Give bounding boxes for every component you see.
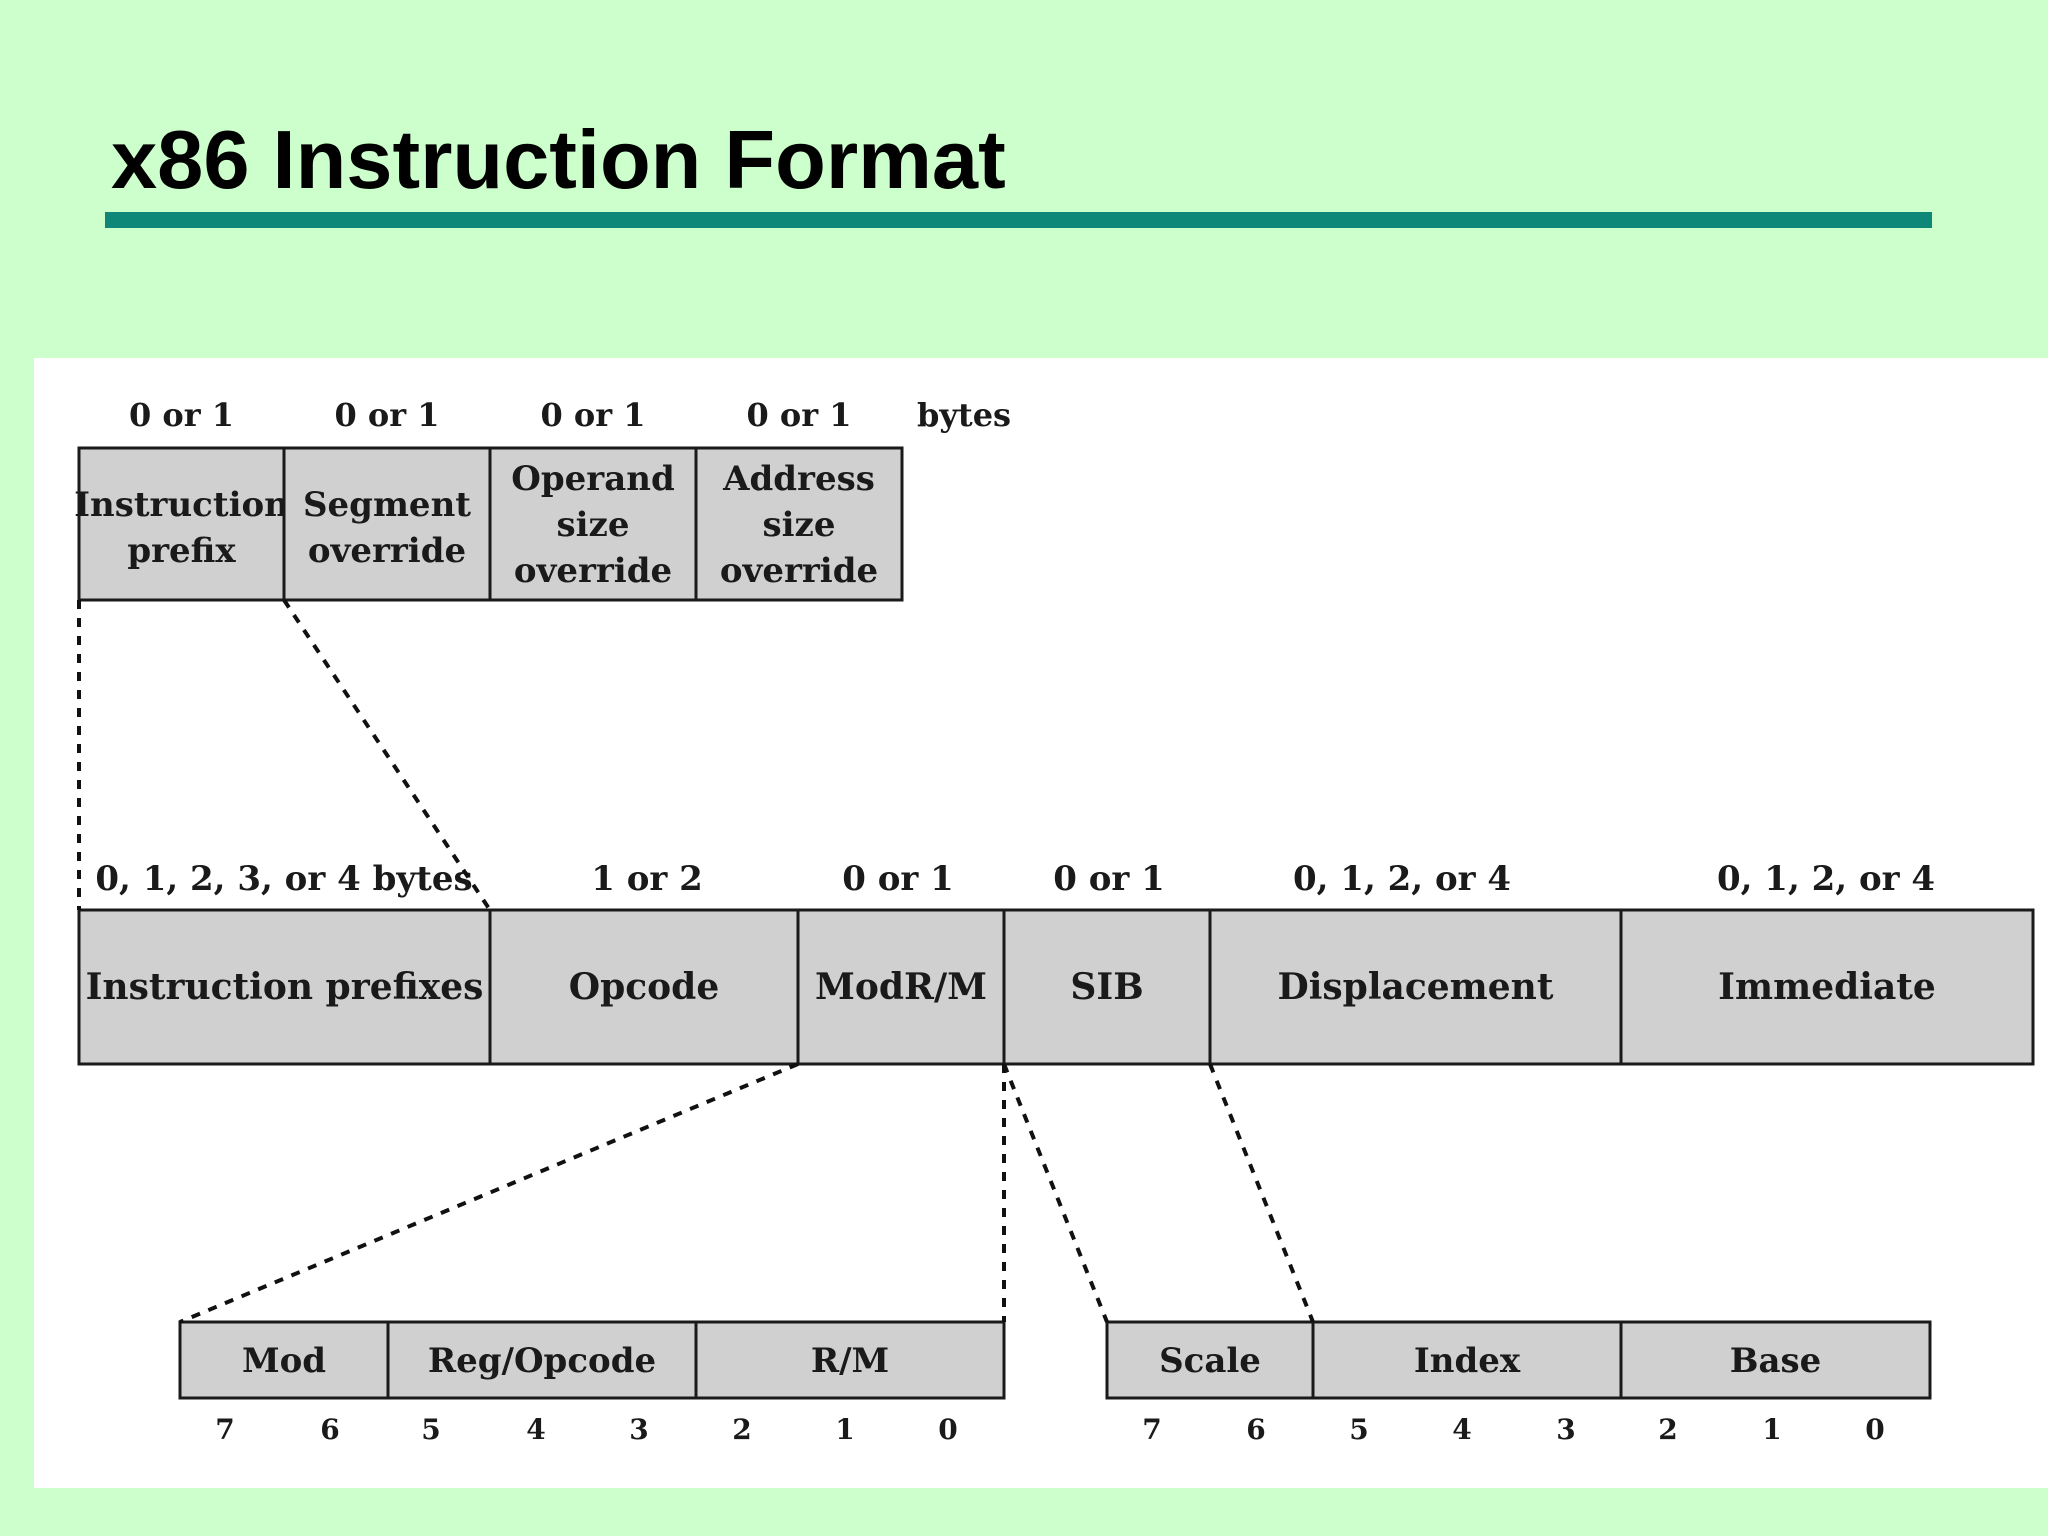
modrm-field-box — [386, 1320, 698, 1400]
modrm-field-label: Mod — [242, 1341, 326, 1381]
main-field-label: SIB — [1070, 966, 1143, 1008]
modrm-bit-number: 5 — [421, 1413, 440, 1446]
main-size-label: 0 or 1 — [1053, 859, 1165, 899]
modrm-bit-number: 2 — [732, 1413, 751, 1446]
main-field-box — [1002, 908, 1212, 1066]
sib-bit-number: 0 — [1865, 1413, 1884, 1446]
top-size-label: 0 or 1 — [334, 396, 439, 434]
top-field-label: override — [514, 551, 672, 591]
main-field-label: Immediate — [1718, 966, 1936, 1008]
top-field-label: Operand — [511, 459, 674, 499]
main-field-box — [77, 908, 492, 1066]
sib-field-label: Base — [1730, 1341, 1822, 1381]
diagram-canvas: Instruction prefix 0 or 1 Segment override 0 … — [74, 396, 2035, 1446]
modrm-bit-number: 0 — [938, 1413, 957, 1446]
top-field-label: size — [763, 505, 836, 545]
modrm-field-box — [694, 1320, 1006, 1400]
modrm-bit-number: 1 — [835, 1413, 854, 1446]
bytes-units-label: bytes — [917, 396, 1011, 434]
top-field-box — [488, 446, 698, 602]
modrm-bit-number: 4 — [526, 1413, 545, 1446]
main-size-label: 0, 1, 2, 3, or 4 bytes — [95, 859, 472, 899]
top-field-label: Address — [722, 459, 875, 499]
modrm-field-label: R/M — [811, 1341, 889, 1381]
title-underline — [105, 212, 1932, 228]
top-field-label: override — [720, 551, 878, 591]
sib-field-box — [1619, 1320, 1932, 1400]
main-field-label: Opcode — [569, 966, 720, 1008]
main-field-box — [488, 908, 800, 1066]
main-field-label: Displacement — [1278, 966, 1554, 1008]
connector-prefix-right — [282, 598, 492, 912]
top-field-box — [282, 446, 492, 602]
modrm-bit-number: 7 — [215, 1413, 234, 1446]
top-field-label: size — [557, 505, 630, 545]
top-field-label: override — [308, 531, 466, 571]
top-size-label: 0 or 1 — [540, 396, 645, 434]
sib-field-label: Scale — [1159, 1341, 1261, 1381]
main-field-label: Instruction prefixes — [86, 966, 484, 1008]
top-field-box — [77, 446, 286, 602]
main-field-box — [796, 908, 1006, 1066]
sib-bit-number: 1 — [1762, 1413, 1781, 1446]
sib-bit-number: 7 — [1142, 1413, 1161, 1446]
connector-sib-right — [1208, 1063, 1315, 1323]
top-field-label: prefix — [127, 531, 236, 571]
top-field-label: Segment — [303, 485, 471, 525]
main-field-label: ModR/M — [815, 966, 987, 1008]
sib-field-label: Index — [1414, 1341, 1521, 1381]
slide-title: x86 Instruction Format — [111, 113, 1006, 206]
sib-field-box — [1105, 1320, 1315, 1400]
top-field-label: Instruction — [74, 485, 289, 525]
top-size-label: 0 or 1 — [129, 396, 234, 434]
top-field-box — [694, 446, 904, 602]
modrm-field-label: Reg/Opcode — [428, 1341, 656, 1381]
sib-bit-number: 6 — [1246, 1413, 1265, 1446]
main-size-label: 0, 1, 2, or 4 — [1717, 859, 1935, 899]
sib-bit-number: 4 — [1452, 1413, 1471, 1446]
main-size-label: 1 or 2 — [591, 859, 703, 899]
modrm-bit-number: 3 — [629, 1413, 648, 1446]
modrm-bit-number: 6 — [320, 1413, 339, 1446]
instruction-format-diagram: Instruction prefix 0 or 1 Segment override 0 … — [34, 358, 2048, 1488]
main-size-label: 0 or 1 — [842, 859, 954, 899]
connector-sib-left — [1002, 1063, 1109, 1323]
main-size-label: 0, 1, 2, or 4 — [1293, 859, 1511, 899]
sib-bit-number: 5 — [1349, 1413, 1368, 1446]
top-size-label: 0 or 1 — [746, 396, 851, 434]
sib-bit-number: 3 — [1556, 1413, 1575, 1446]
connector-modrm-left — [179, 1062, 799, 1324]
main-field-box — [1619, 908, 2035, 1066]
sib-bit-number: 2 — [1658, 1413, 1677, 1446]
main-field-box — [1208, 908, 1623, 1066]
